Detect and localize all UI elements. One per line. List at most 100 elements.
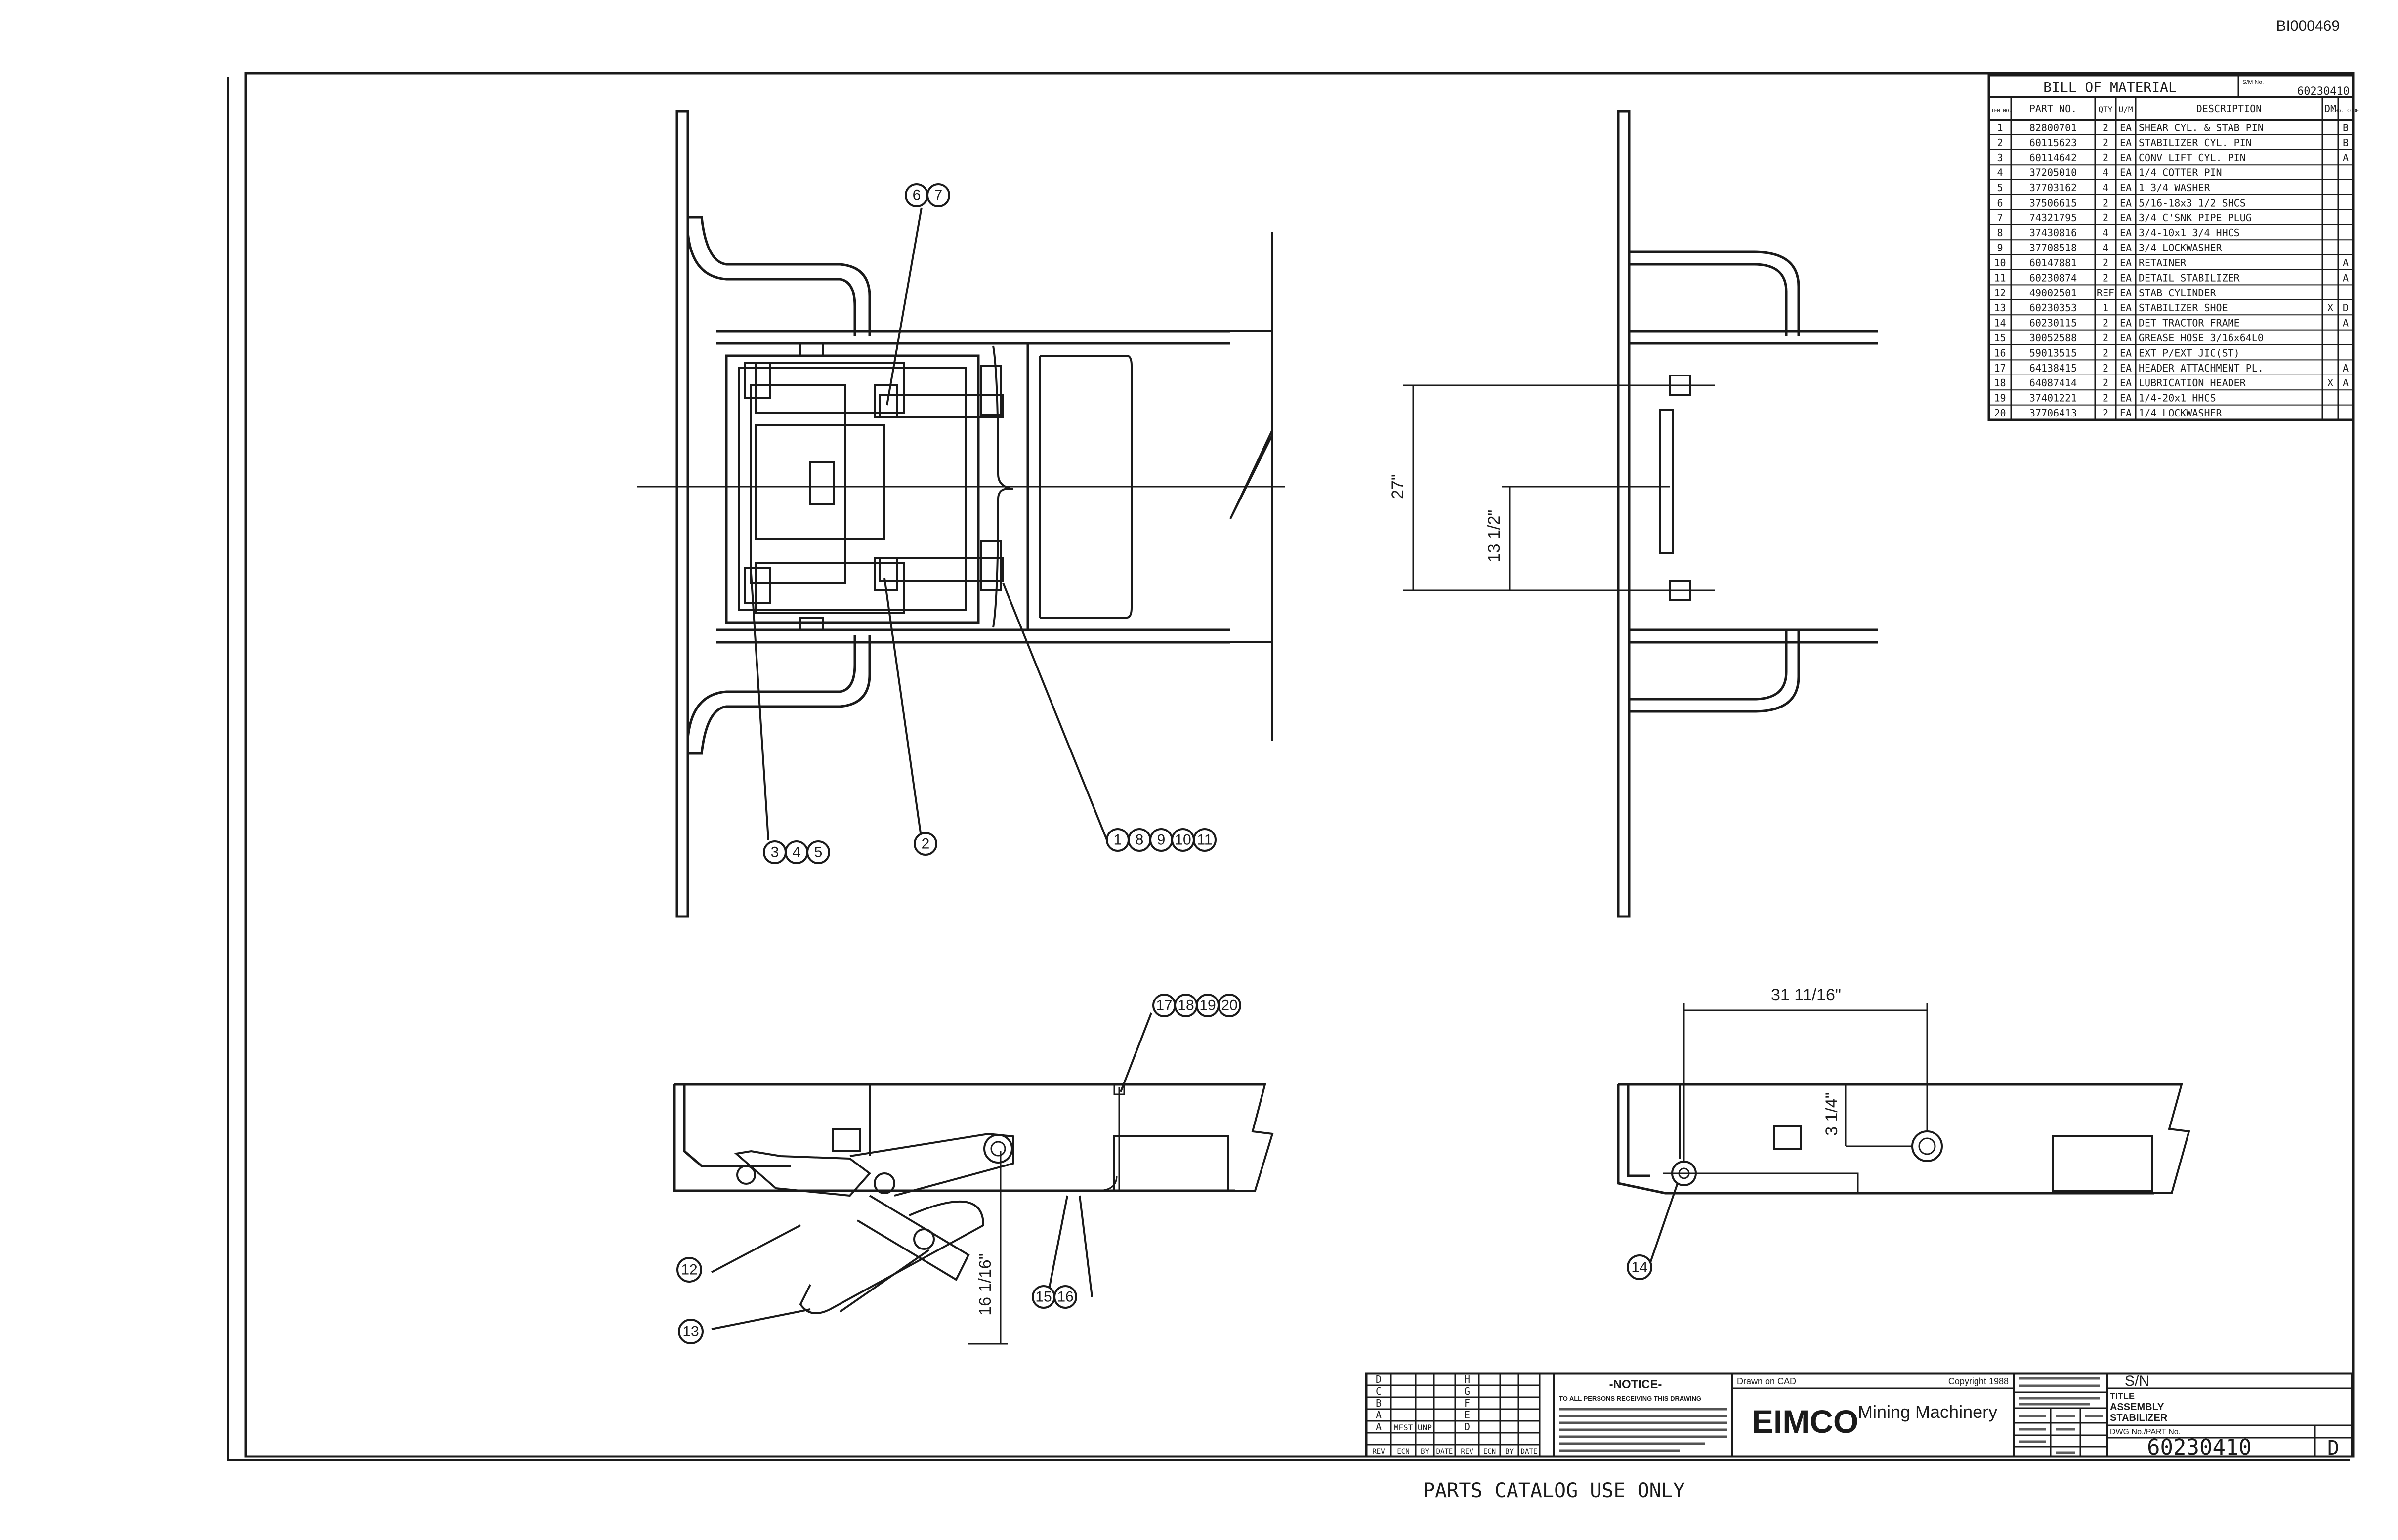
rev-column-label: BY: [1421, 1448, 1429, 1456]
bom-cell: 15: [1994, 332, 2006, 344]
bom-cell: 2: [2103, 332, 2108, 344]
bom-header-cell: PART NO.: [2029, 103, 2077, 115]
bom-cell: 2: [2103, 152, 2108, 164]
bom-cell: 30052588: [2029, 332, 2077, 344]
bom-cell: 37708518: [2029, 242, 2077, 254]
title-line-1: ASSEMBLY: [2110, 1402, 2164, 1413]
bom-cell: A: [2343, 362, 2349, 374]
svg-text:5: 5: [814, 844, 823, 861]
svg-text:17: 17: [1156, 998, 1172, 1014]
rev-letter-left: D: [1376, 1374, 1382, 1385]
bom-cell: 4: [2103, 242, 2108, 254]
bom-cell: DETAIL STABILIZER: [2139, 272, 2240, 284]
document-code: BI000469: [2276, 18, 2340, 34]
bom-cell: EA: [2120, 242, 2132, 254]
bom-cell: 20: [1994, 407, 2006, 419]
balloon-group-1-8-9-10-11: 1 8 9 10 11: [1106, 828, 1217, 852]
svg-text:3: 3: [771, 844, 779, 861]
bom-cell: EA: [2120, 257, 2132, 269]
bom-cell: 18: [1994, 377, 2006, 389]
bom-cell: 1/4 COTTER PIN: [2139, 167, 2222, 179]
bom-cell: 37430816: [2029, 227, 2077, 239]
rev-column-label: DATE: [1521, 1448, 1538, 1456]
dimension-lines-side-right: [1649, 1003, 1928, 1263]
bom-cell: 3/4 C'SNK PIPE PLUG: [2139, 212, 2252, 224]
bom-cell: X: [2327, 377, 2333, 389]
balloon-group-15-16: 15 16: [1032, 1285, 1077, 1309]
bom-cell: 11: [1994, 272, 2006, 284]
bom-cell: 8: [1997, 227, 2003, 239]
rev-column-label: ECN: [1397, 1448, 1409, 1456]
bom-cell: 1/4-20x1 HHCS: [2139, 392, 2216, 404]
svg-text:12: 12: [681, 1262, 697, 1278]
bom-cell: LUBRICATION HEADER: [2139, 377, 2246, 389]
rev-entry: MFST: [1394, 1423, 1413, 1432]
bom-cell: EA: [2120, 152, 2132, 164]
notice-body-text: [1559, 1408, 1727, 1452]
bom-header-cell: CHG. CODE: [2332, 108, 2359, 114]
svg-text:8: 8: [1136, 832, 1144, 848]
bom-cell: REF: [2097, 287, 2114, 299]
bom-cell: 2: [2103, 407, 2108, 419]
rev-column-label: DATE: [1436, 1448, 1453, 1456]
svg-text:1: 1: [1114, 832, 1122, 848]
bom-cell: B: [2343, 122, 2349, 133]
drawing-border: [244, 72, 2355, 1458]
bom-cell: EA: [2120, 227, 2132, 239]
bom-cell: HEADER ATTACHMENT PL.: [2139, 362, 2264, 374]
bom-cell: D: [2343, 302, 2349, 314]
bom-cell: 1/4 LOCKWASHER: [2139, 407, 2223, 419]
side-view-right: [1617, 1083, 2190, 1195]
balloon-group-6-7: 6 7: [905, 183, 950, 207]
bom-cell: 3: [1997, 152, 2003, 164]
bom-cell: EA: [2120, 182, 2132, 194]
dimension-lines-right: [1403, 384, 1670, 591]
bom-cell: 2: [2103, 137, 2108, 149]
rev-column-label: BY: [1505, 1448, 1514, 1456]
leaders-side-left: [711, 1012, 1152, 1345]
svg-text:20: 20: [1221, 998, 1237, 1014]
bom-cell: 37401221: [2029, 392, 2077, 404]
rev-letter-right: G: [1464, 1385, 1470, 1397]
bom-title: BILL OF MATERIAL: [2043, 79, 2177, 95]
bom-cell: B: [2343, 137, 2349, 149]
dimension-13-1-2: 13 1/2": [1485, 510, 1504, 563]
balloon-13: 13: [678, 1319, 704, 1344]
dimension-31-11-16: 31 11/16": [1771, 986, 1841, 1004]
bom-cell: EA: [2120, 167, 2132, 179]
bom-cell: 64138415: [2029, 362, 2077, 374]
balloon-14: 14: [1627, 1254, 1652, 1280]
bom-cell: EXT P/EXT JIC(ST): [2139, 347, 2240, 359]
notice-title: -NOTICE-: [1609, 1378, 1662, 1391]
bom-cell: 37703162: [2029, 182, 2077, 194]
bom-cell: 2: [2103, 257, 2108, 269]
bom-cell: 64087414: [2029, 377, 2077, 389]
bom-cell: 10: [1994, 257, 2006, 269]
bom-cell: 60147881: [2029, 257, 2077, 269]
bom-sm-value: 60230410: [2297, 85, 2350, 98]
dimension-3-1-4: 3 1/4": [1822, 1092, 1841, 1136]
bom-cell: 2: [2103, 122, 2108, 133]
bom-cell: 7: [1997, 212, 2003, 224]
bom-header-cell: U/M: [2119, 105, 2133, 114]
copyright: Copyright 1988: [1948, 1376, 2009, 1386]
bom-cell: CONV LIFT CYL. PIN: [2139, 152, 2246, 164]
bom-cell: 5/16-18x3 1/2 SHCS: [2139, 197, 2246, 208]
bom-cell: EA: [2120, 332, 2132, 344]
bom-cell: 2: [1997, 137, 2003, 149]
bom-sm-label: S/M No.: [2242, 79, 2264, 85]
bom-cell: 17: [1994, 362, 2006, 374]
bom-cell: 16: [1994, 347, 2006, 359]
bom-cell: 37706413: [2029, 407, 2077, 419]
balloon-2: 2: [914, 832, 937, 856]
bom-cell: SHEAR CYL. & STAB PIN: [2139, 122, 2264, 133]
bom-cell: 2: [2103, 212, 2108, 224]
revision-letter: D: [2327, 1437, 2339, 1459]
dimension-27: 27": [1388, 474, 1407, 499]
drawing-number: 60230410: [2147, 1435, 2252, 1460]
bom-cell: 2: [2103, 317, 2108, 329]
drawn-on-cad: Drawn on CAD: [1737, 1376, 1796, 1386]
